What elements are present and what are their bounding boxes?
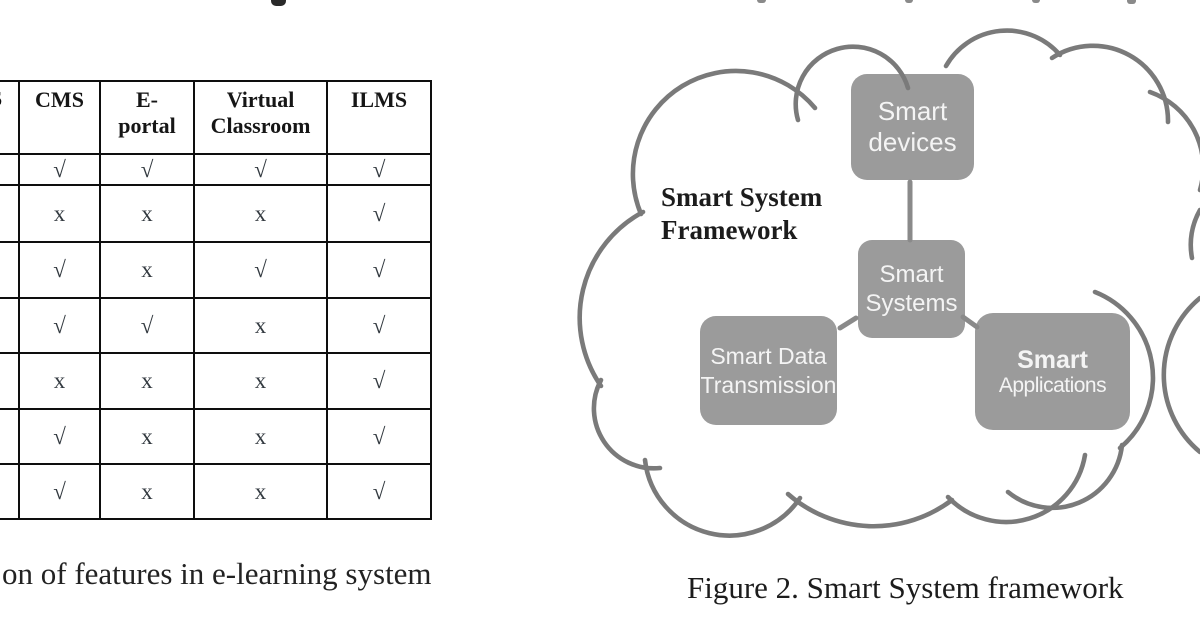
cropped-text-fragment [905,0,913,3]
table-cell: x [99,463,195,520]
table-header-ilms: ILMS [326,80,432,155]
table-cell-rowlabel [0,153,20,186]
table-header-cut-column [0,80,20,155]
cut-header-letter: S [0,86,2,112]
table-cell: √ [18,297,101,354]
table-cell: √ [193,241,328,299]
table-row: √ x √ √ [0,241,432,299]
table-cell: √ [18,153,101,186]
node-smart-applications-label-line2: Applications [998,373,1107,397]
feature-comparison-table: CMS E- portal Virtual Classroom ILMS √ √… [0,80,432,520]
table-caption: on of features in e-learning system [2,556,432,591]
cloud-arc [943,28,1063,69]
cloud-arc [591,377,663,471]
cloud-title: Smart System Framework [661,182,823,245]
table-cell: √ [326,153,432,186]
cloud-arc [642,457,803,538]
node-smart-data-transmission: Smart Data Transmission [700,316,837,425]
table-cell: √ [18,408,101,465]
table-cell: x [18,184,101,243]
node-smart-applications: Smart Applications [975,313,1130,430]
table-cell-rowlabel [0,352,20,410]
cloud-arc [945,452,1088,525]
table-cell: √ [18,241,101,299]
table-cell: √ [326,352,432,410]
node-smart-devices: Smart devices [851,74,974,180]
cloud-arc [1049,43,1171,125]
table-cell: √ [99,297,195,354]
table-cell: x [193,463,328,520]
table-header-row: CMS E- portal Virtual Classroom ILMS [0,80,432,155]
table-cell: x [99,241,195,299]
table-cell: √ [326,184,432,243]
cloud-arc [1188,207,1200,261]
table-cell: x [99,408,195,465]
table-cell: x [99,184,195,243]
table-cell: x [193,297,328,354]
table-cell: x [193,184,328,243]
table-row: √ √ √ √ [0,153,432,186]
table-cell: x [193,352,328,410]
node-smart-systems: Smart Systems [858,240,965,338]
table-cell: √ [99,153,195,186]
cloud-arc [785,491,955,529]
table-cell: √ [193,153,328,186]
table-row: x x x √ [0,352,432,410]
table-row: √ √ x √ [0,297,432,354]
table-header-virtual-classroom: Virtual Classroom [193,80,328,155]
table-row: √ x x √ [0,463,432,520]
cloud-arc [1147,89,1200,193]
table-cell-rowlabel [0,408,20,465]
table-row: √ x x √ [0,408,432,465]
cloud-arc [1005,442,1125,511]
cropped-text-fragment [271,0,286,6]
table-cell: x [193,408,328,465]
connector-systems-data [837,315,859,331]
table-cell-rowlabel [0,463,20,520]
cropped-text-fragment [1127,0,1136,4]
table-cell-rowlabel [0,297,20,354]
cropped-text-fragment [1032,0,1040,3]
cloud-arc [1161,295,1200,455]
table-header-eportal: E- portal [99,80,195,155]
table-cell: √ [326,408,432,465]
table-cell: √ [18,463,101,520]
table-row: x x x √ [0,184,432,243]
table-cell-rowlabel [0,241,20,299]
node-smart-applications-label-line1: Smart [1017,345,1088,374]
table-cell: x [99,352,195,410]
table-header-cms: CMS [18,80,101,155]
cloud-arc [577,209,646,389]
table-cell: √ [326,463,432,520]
table-cell: √ [326,241,432,299]
table-cell: √ [326,297,432,354]
cropped-text-fragment [757,0,766,3]
table-cell: x [18,352,101,410]
node-smart-devices-label: Smart devices [868,96,957,157]
figure-caption: Figure 2. Smart System framework [687,570,1124,605]
table-cell-rowlabel [0,184,20,243]
node-smart-systems-label: Smart Systems [865,261,958,317]
node-smart-data-transmission-label: Smart Data Transmission [700,342,837,398]
